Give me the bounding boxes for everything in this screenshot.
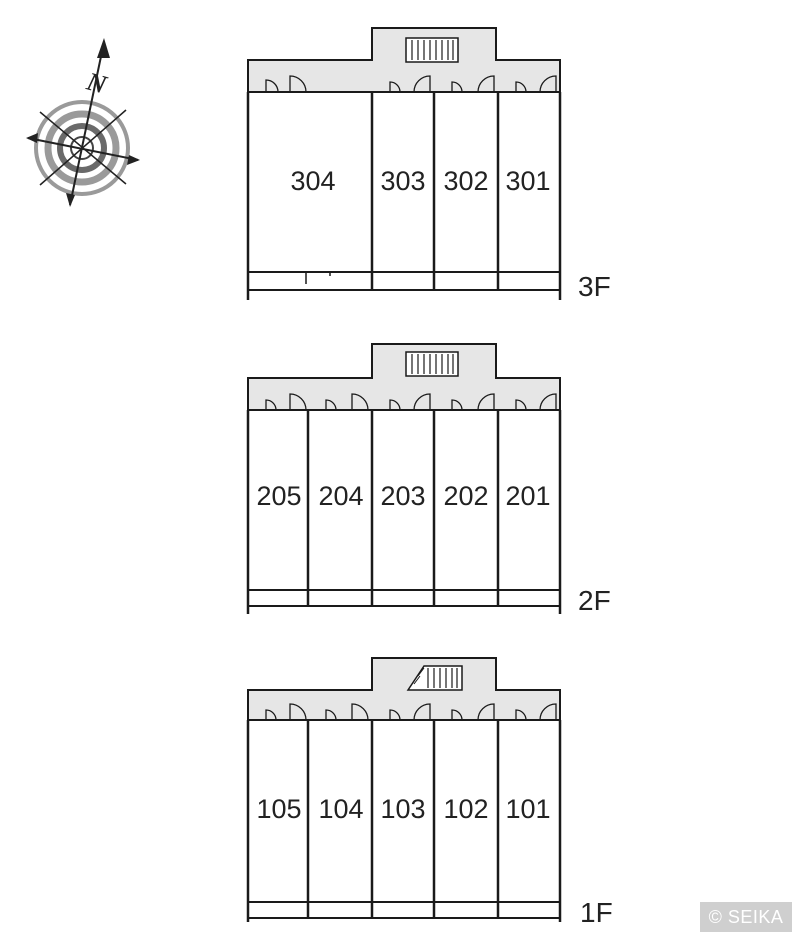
door-icon — [265, 393, 557, 411]
floor-2f-plan: 205 204 203 202 201 2F — [246, 343, 611, 616]
door-icon — [265, 703, 557, 721]
north-label: N — [83, 66, 111, 99]
unit-label: 102 — [443, 794, 488, 824]
unit-label: 203 — [380, 481, 425, 511]
unit-label: 304 — [290, 166, 335, 196]
unit-label: 301 — [505, 166, 550, 196]
unit-label: 103 — [380, 794, 425, 824]
copyright-badge: © SEIKA — [700, 902, 792, 932]
compass-rose-icon: N — [26, 38, 140, 207]
unit-label: 104 — [318, 794, 363, 824]
door-icon — [265, 75, 557, 93]
unit-label: 101 — [505, 794, 550, 824]
unit-label: 205 — [256, 481, 301, 511]
unit-label: 105 — [256, 794, 301, 824]
unit-label: 303 — [380, 166, 425, 196]
unit-label: 302 — [443, 166, 488, 196]
stairs-icon — [405, 351, 459, 377]
unit-label: 201 — [505, 481, 550, 511]
stairs-icon — [405, 37, 459, 63]
floor-label: 1F — [580, 897, 613, 928]
unit-label: 204 — [318, 481, 363, 511]
floor-label: 3F — [578, 271, 611, 302]
floor-3f-plan: 304 303 302 301 3F — [246, 27, 611, 302]
stairs-icon — [406, 665, 463, 691]
unit-label: 202 — [443, 481, 488, 511]
floor-label: 2F — [578, 585, 611, 616]
floor-1f-plan: 105 104 103 102 101 1F — [246, 657, 613, 928]
